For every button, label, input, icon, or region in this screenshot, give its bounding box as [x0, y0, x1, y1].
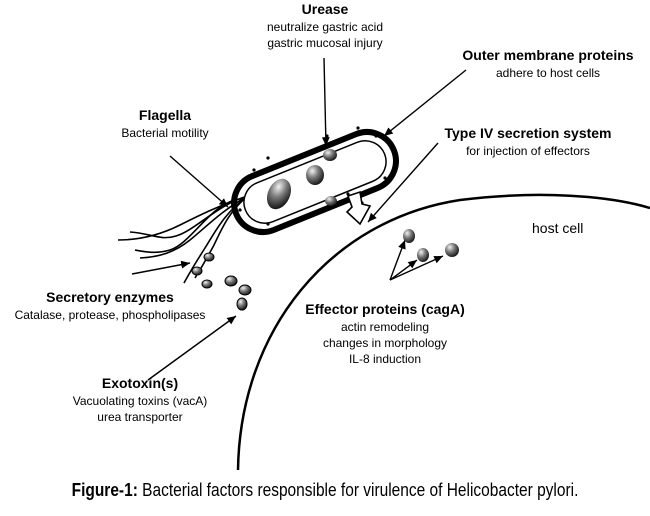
- caption-prefix: Figure-1:: [71, 480, 138, 500]
- flagella-title: Flagella: [138, 107, 192, 123]
- exotoxins-line-1: Vacuolating toxins (vacA): [72, 394, 208, 408]
- bacterium: [231, 126, 399, 235]
- bacterium-organelle: [266, 178, 292, 210]
- exotoxins-label: Exotoxin(s) Vacuolating toxins (vacA) ur…: [50, 374, 230, 425]
- urease-line-2: gastric mucosal injury: [267, 36, 383, 50]
- effector-proteins-label: Effector proteins (cagA) actin remodelin…: [290, 300, 480, 367]
- effector-particles: [389, 229, 459, 281]
- secretory-enzymes-title: Secretory enzymes: [46, 289, 174, 305]
- type-iv-title: Type IV secretion system: [444, 125, 612, 141]
- bacterium-organelle: [306, 165, 324, 185]
- flagella: [117, 195, 249, 284]
- bacterium-organelle: [325, 196, 337, 206]
- outer-membrane-label: Outer membrane proteins adhere to host c…: [448, 46, 648, 81]
- caption-text: Bacterial factors responsible for virule…: [137, 480, 579, 500]
- urease-label: Urease neutralize gastric acid gastric m…: [240, 0, 410, 51]
- figure-caption: Figure-1: Bacterial factors responsible …: [46, 480, 605, 501]
- host-cell-membrane: [236, 193, 650, 470]
- exotoxins-title: Exotoxin(s): [101, 375, 179, 391]
- effector-proteins-line-3: IL-8 induction: [348, 352, 422, 366]
- pointer-arrows: [131, 57, 467, 381]
- effector-proteins-line-1: actin remodeling: [340, 320, 430, 334]
- type-iv-line-1: for injection of effectors: [466, 144, 590, 158]
- virulence-diagram: [117, 57, 650, 470]
- type-iv-label: Type IV secretion system for injection o…: [428, 124, 628, 159]
- bacterium-organelle: [323, 149, 337, 161]
- exotoxins-line-2: urea transporter: [97, 410, 183, 424]
- bacterium-outer-membrane: [231, 129, 399, 235]
- flagella-line-1: Bacterial motility: [121, 126, 209, 140]
- effector-proteins-line-2: changes in morphology: [322, 336, 448, 350]
- urease-title: Urease: [301, 1, 349, 17]
- host-cell-label: host cell: [532, 220, 584, 236]
- urease-line-1: neutralize gastric acid: [266, 20, 384, 34]
- secretory-enzymes-line-1: Catalase, protease, phospholipases: [14, 308, 206, 322]
- secretory-enzymes-label: Secretory enzymes Catalase, protease, ph…: [0, 288, 220, 323]
- secretion-channel: [345, 190, 372, 226]
- flagella-label: Flagella Bacterial motility: [90, 106, 240, 141]
- secreted-particles: [191, 252, 252, 311]
- effector-proteins-title: Effector proteins (cagA): [305, 301, 465, 317]
- outer-membrane-line-1: adhere to host cells: [495, 66, 601, 80]
- outer-membrane-title: Outer membrane proteins: [462, 47, 634, 63]
